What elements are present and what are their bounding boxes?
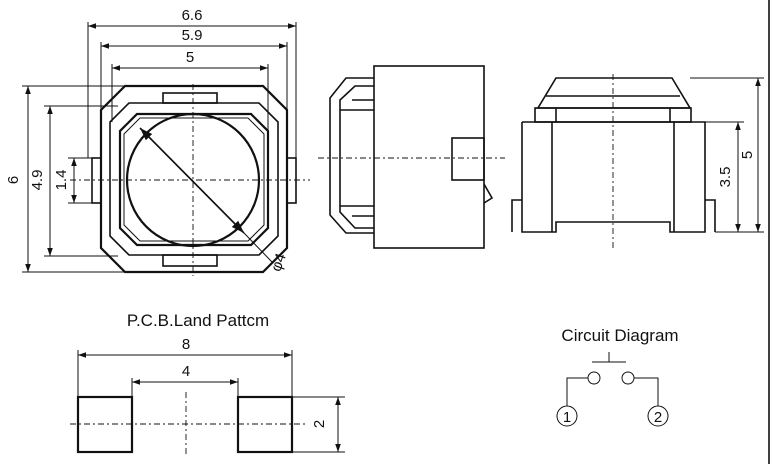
- wire-left: [566, 377, 588, 406]
- side-pin-hook: [483, 183, 494, 204]
- dim-66-label: 6.6: [182, 7, 203, 24]
- side-cap-inner: [339, 85, 374, 229]
- switch-contact-left: [587, 371, 601, 385]
- dim-2-label: 2: [311, 420, 328, 428]
- terminal-2-label: 2: [654, 409, 662, 426]
- dim-59-label: 5.9: [182, 27, 203, 44]
- dim-6-label: 6: [5, 176, 22, 184]
- right-cap-top: [536, 77, 692, 109]
- dim-5-label: 5: [186, 49, 194, 66]
- pcb-land-pattern: P.C.B.Land Pattcm 8 4 2: [70, 311, 345, 456]
- side-view-left: [318, 65, 505, 249]
- dim-8-label: 8: [182, 336, 190, 353]
- wire-right: [634, 377, 659, 406]
- side-cap-outer: [329, 77, 374, 234]
- dim-4-label: 4: [182, 363, 190, 380]
- left-pin: [91, 157, 102, 204]
- diameter-line: [139, 127, 245, 234]
- top-view: 6.6 5.9 5 6 4.9 1.4 φ4: [5, 7, 310, 276]
- right-body: [521, 121, 706, 233]
- top-tab: [162, 92, 218, 104]
- pcb-land-title: P.C.B.Land Pattcm: [127, 311, 269, 330]
- switch-contact-right: [621, 371, 635, 385]
- circuit-title: Circuit Diagram: [561, 326, 678, 345]
- right-pin-right: [705, 199, 716, 232]
- side-pin-tab: [451, 137, 485, 181]
- top-view-cap-inner-octagon: [123, 117, 265, 242]
- top-view-mid-octagon: [109, 102, 279, 256]
- top-view-outer-octagon: [99, 84, 289, 274]
- right-pin-left: [511, 199, 522, 232]
- circuit-diagram: Circuit Diagram 1 2: [556, 326, 679, 427]
- dim-35-label: 3.5: [717, 167, 734, 188]
- pcb-pad-right: [236, 395, 294, 454]
- side-view-right: 3.5 5: [511, 74, 764, 248]
- top-view-cap-octagon: [118, 112, 270, 247]
- terminal-2-circle: [647, 405, 669, 427]
- dim-49-label: 4.9: [29, 170, 46, 191]
- terminal-1-circle: [556, 405, 578, 427]
- side-body: [373, 65, 485, 249]
- bottom-tab: [162, 254, 218, 267]
- pcb-pad-left: [76, 395, 134, 454]
- diameter-leader: [243, 232, 273, 263]
- dim-diameter-label: φ4: [268, 251, 290, 274]
- dim-5r-label: 5: [739, 151, 756, 159]
- terminal-1-label: 1: [563, 409, 571, 426]
- dim-14-label: 1.4: [53, 170, 70, 191]
- right-pin: [286, 157, 297, 204]
